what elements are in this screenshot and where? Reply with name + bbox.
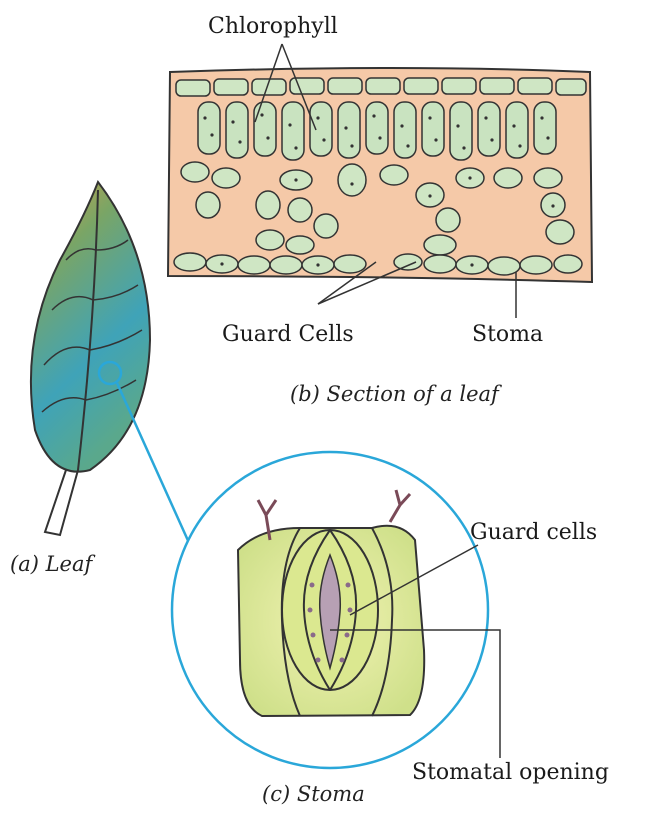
stoma-caption: (c) Stoma [262,782,365,806]
guard-cells-detail-label: Guard cells [470,520,597,545]
callout-line [117,383,190,545]
leaf-section-drawing [168,68,592,282]
leaf-caption: (a) Leaf [10,552,92,576]
stomatal-opening-label: Stomatal opening [412,760,609,785]
stoma-section-label: Stoma [472,322,543,347]
leaf-drawing [31,182,150,535]
guard-cells-section-label: Guard Cells [222,322,354,347]
section-caption: (b) Section of a leaf [290,382,499,406]
chlorophyll-label: Chlorophyll [208,14,338,39]
stoma-detail-drawing [172,452,488,768]
